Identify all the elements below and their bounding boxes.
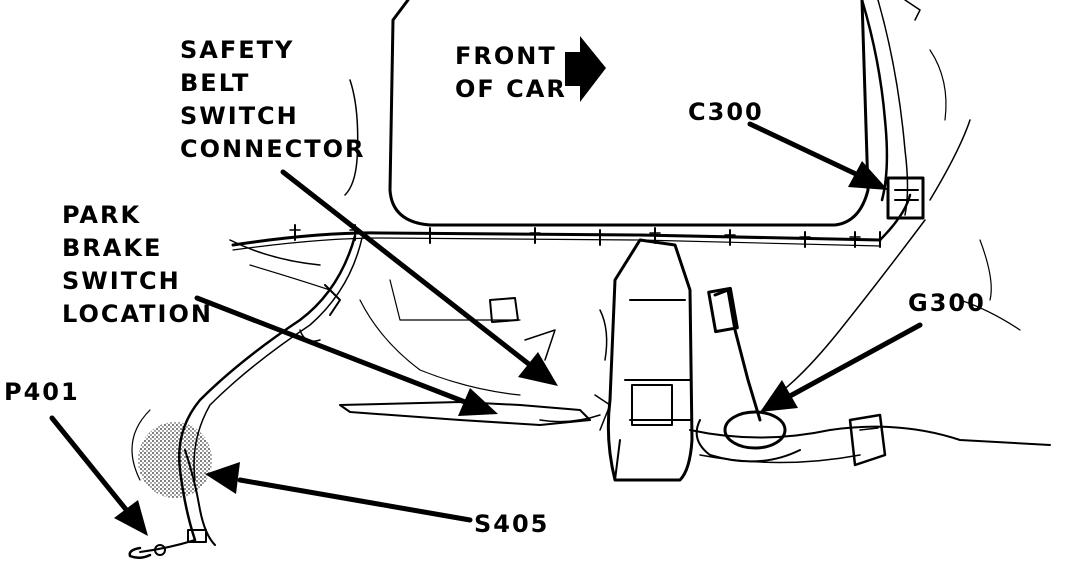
- safety-belt-arrowhead-icon: [518, 352, 558, 386]
- front-of-car-label: FRONT OF CAR: [455, 44, 567, 110]
- c300-harness: [878, 193, 912, 242]
- p401-plug: [128, 546, 152, 559]
- rear-harness: [689, 425, 1051, 446]
- front-arrow-icon: [565, 36, 606, 102]
- p401-lead: [139, 539, 196, 553]
- park-brake-line-4: LOCATION: [62, 300, 213, 328]
- c300-leader: [747, 121, 861, 178]
- park-brake-lever: [713, 288, 762, 422]
- safety-belt-switch-connector-label: SAFETY BELT SWITCH CONNECTOR: [180, 38, 365, 170]
- safety-belt-line-4: CONNECTOR: [180, 135, 366, 163]
- s405-leader: [237, 477, 473, 523]
- park-brake-switch-location-label: PARK BRAKE SWITCH LOCATION: [62, 203, 213, 335]
- park-brake-line-1: PARK: [62, 201, 142, 229]
- g300-leader: [787, 322, 923, 399]
- g300-mount: [723, 410, 787, 450]
- c300-arrowhead-icon: [848, 161, 888, 190]
- left-seam: [344, 79, 359, 196]
- safety-belt-line-1: SAFETY: [180, 36, 295, 64]
- safety-belt-line-3: SWITCH: [180, 102, 299, 130]
- main-harness: [231, 231, 882, 247]
- transmission-body: [606, 238, 694, 482]
- right-body-edge: [860, 0, 889, 202]
- park-brake-line-2: BRAKE: [62, 234, 163, 262]
- p401-arrowhead-icon: [114, 500, 148, 536]
- park-brake-line-3: SWITCH: [62, 267, 181, 295]
- right-inner-edge: [877, 0, 909, 216]
- park-brake-leader: [194, 295, 468, 405]
- c300-connector: [886, 176, 925, 220]
- g300-arrowhead-icon: [760, 380, 798, 412]
- s405-shaded-area: [138, 422, 212, 498]
- rear-bracket: [848, 413, 887, 467]
- g300-label: G300: [908, 289, 986, 317]
- safety-belt-leader: [280, 169, 533, 368]
- park-brake-arrowhead-icon: [458, 388, 498, 416]
- p401-leader: [49, 415, 131, 515]
- s405-label: S405: [474, 510, 550, 538]
- safety-belt-line-2: BELT: [180, 69, 251, 97]
- front-of-car-line-2: OF CAR: [455, 75, 567, 103]
- c300-label: C300: [688, 98, 764, 126]
- s405-arrowhead-icon: [205, 462, 240, 494]
- front-of-car-line-1: FRONT: [455, 42, 557, 70]
- floor-panel-outline: [388, 0, 870, 227]
- p401-label: P401: [4, 378, 80, 406]
